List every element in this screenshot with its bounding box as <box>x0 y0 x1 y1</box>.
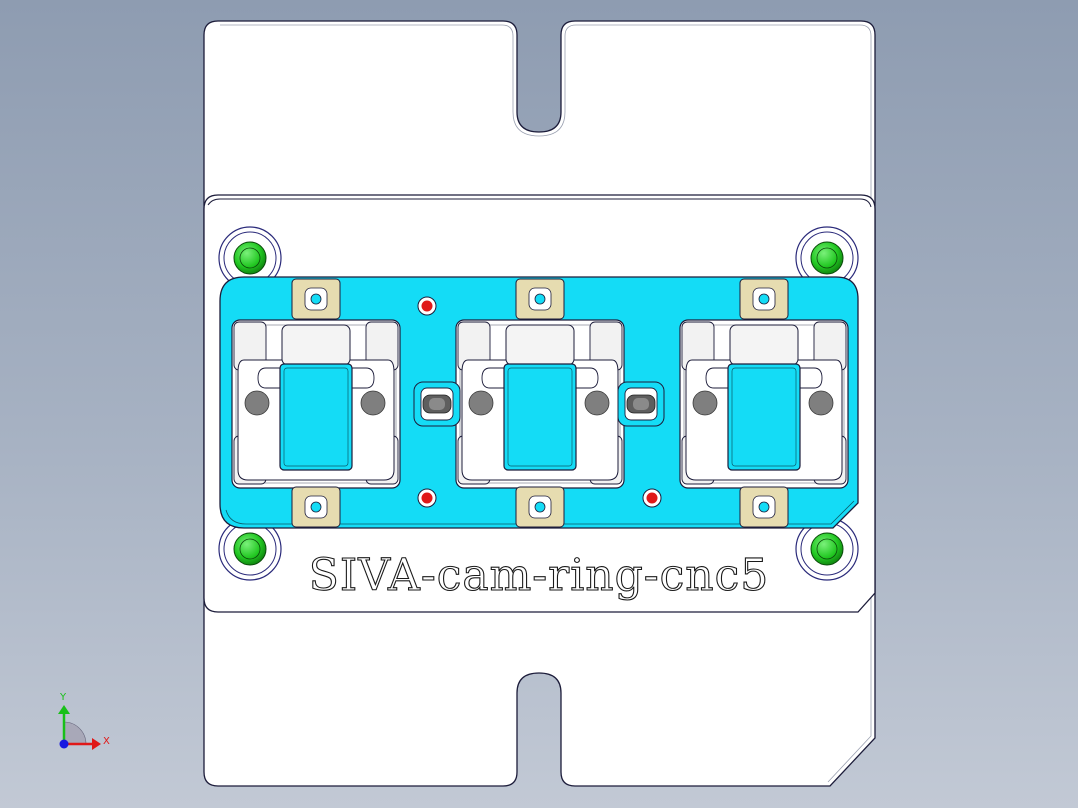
middle-plate-edge <box>207 198 872 208</box>
locator-pin-top-right[interactable] <box>795 226 859 290</box>
pad[interactable] <box>739 278 789 320</box>
clamp-station-1[interactable] <box>231 319 401 489</box>
gray-pin <box>244 390 270 416</box>
workpiece-edge <box>731 367 797 467</box>
workpiece[interactable] <box>503 363 577 471</box>
clamp-station-2[interactable] <box>455 319 625 489</box>
screw-hole-core <box>310 501 322 513</box>
coordinate-triad[interactable]: Y X <box>58 692 110 750</box>
cam-block[interactable] <box>413 381 461 427</box>
gray-pin <box>360 390 386 416</box>
screw-hole-core <box>310 293 322 305</box>
clamp-arm <box>505 324 575 366</box>
cam-blocks <box>413 381 665 427</box>
locator-pin-bottom-right[interactable] <box>795 517 859 581</box>
pad[interactable] <box>515 278 565 320</box>
pads <box>291 278 789 528</box>
pad[interactable] <box>515 486 565 528</box>
locator-pin-bottom-left[interactable] <box>218 517 282 581</box>
fixture-plate-edge <box>225 500 855 525</box>
pad[interactable] <box>291 486 341 528</box>
red-pin-core <box>421 300 433 312</box>
clamp-arm <box>281 324 351 366</box>
cam-lobe-highlight <box>633 398 649 410</box>
screw-hole-core <box>534 501 546 513</box>
gray-pin <box>692 390 718 416</box>
workpiece[interactable] <box>279 363 353 471</box>
clamp-station-3[interactable] <box>679 319 849 489</box>
pad[interactable] <box>739 486 789 528</box>
screw-hole-core <box>758 293 770 305</box>
cam-block[interactable] <box>617 381 665 427</box>
red-pin-core <box>421 492 433 504</box>
pad[interactable] <box>291 278 341 320</box>
gray-pin <box>808 390 834 416</box>
workpiece-edge <box>507 367 573 467</box>
clamp-arm <box>729 324 799 366</box>
base-plate-inner-edge <box>220 24 872 783</box>
gray-pin <box>468 390 494 416</box>
screw-hole-core <box>758 501 770 513</box>
cam-lobe-highlight <box>429 398 445 410</box>
red-pin-core <box>646 492 658 504</box>
workpiece[interactable] <box>727 363 801 471</box>
workpiece-edge <box>283 367 349 467</box>
clamp-stations <box>231 319 849 489</box>
gray-pin <box>584 390 610 416</box>
engraved-label: SIVA-cam-ring-cnc5 <box>309 550 770 601</box>
screw-hole-core <box>534 293 546 305</box>
triad-y-label: Y <box>59 692 67 703</box>
triad-x-label: X <box>103 736 110 747</box>
